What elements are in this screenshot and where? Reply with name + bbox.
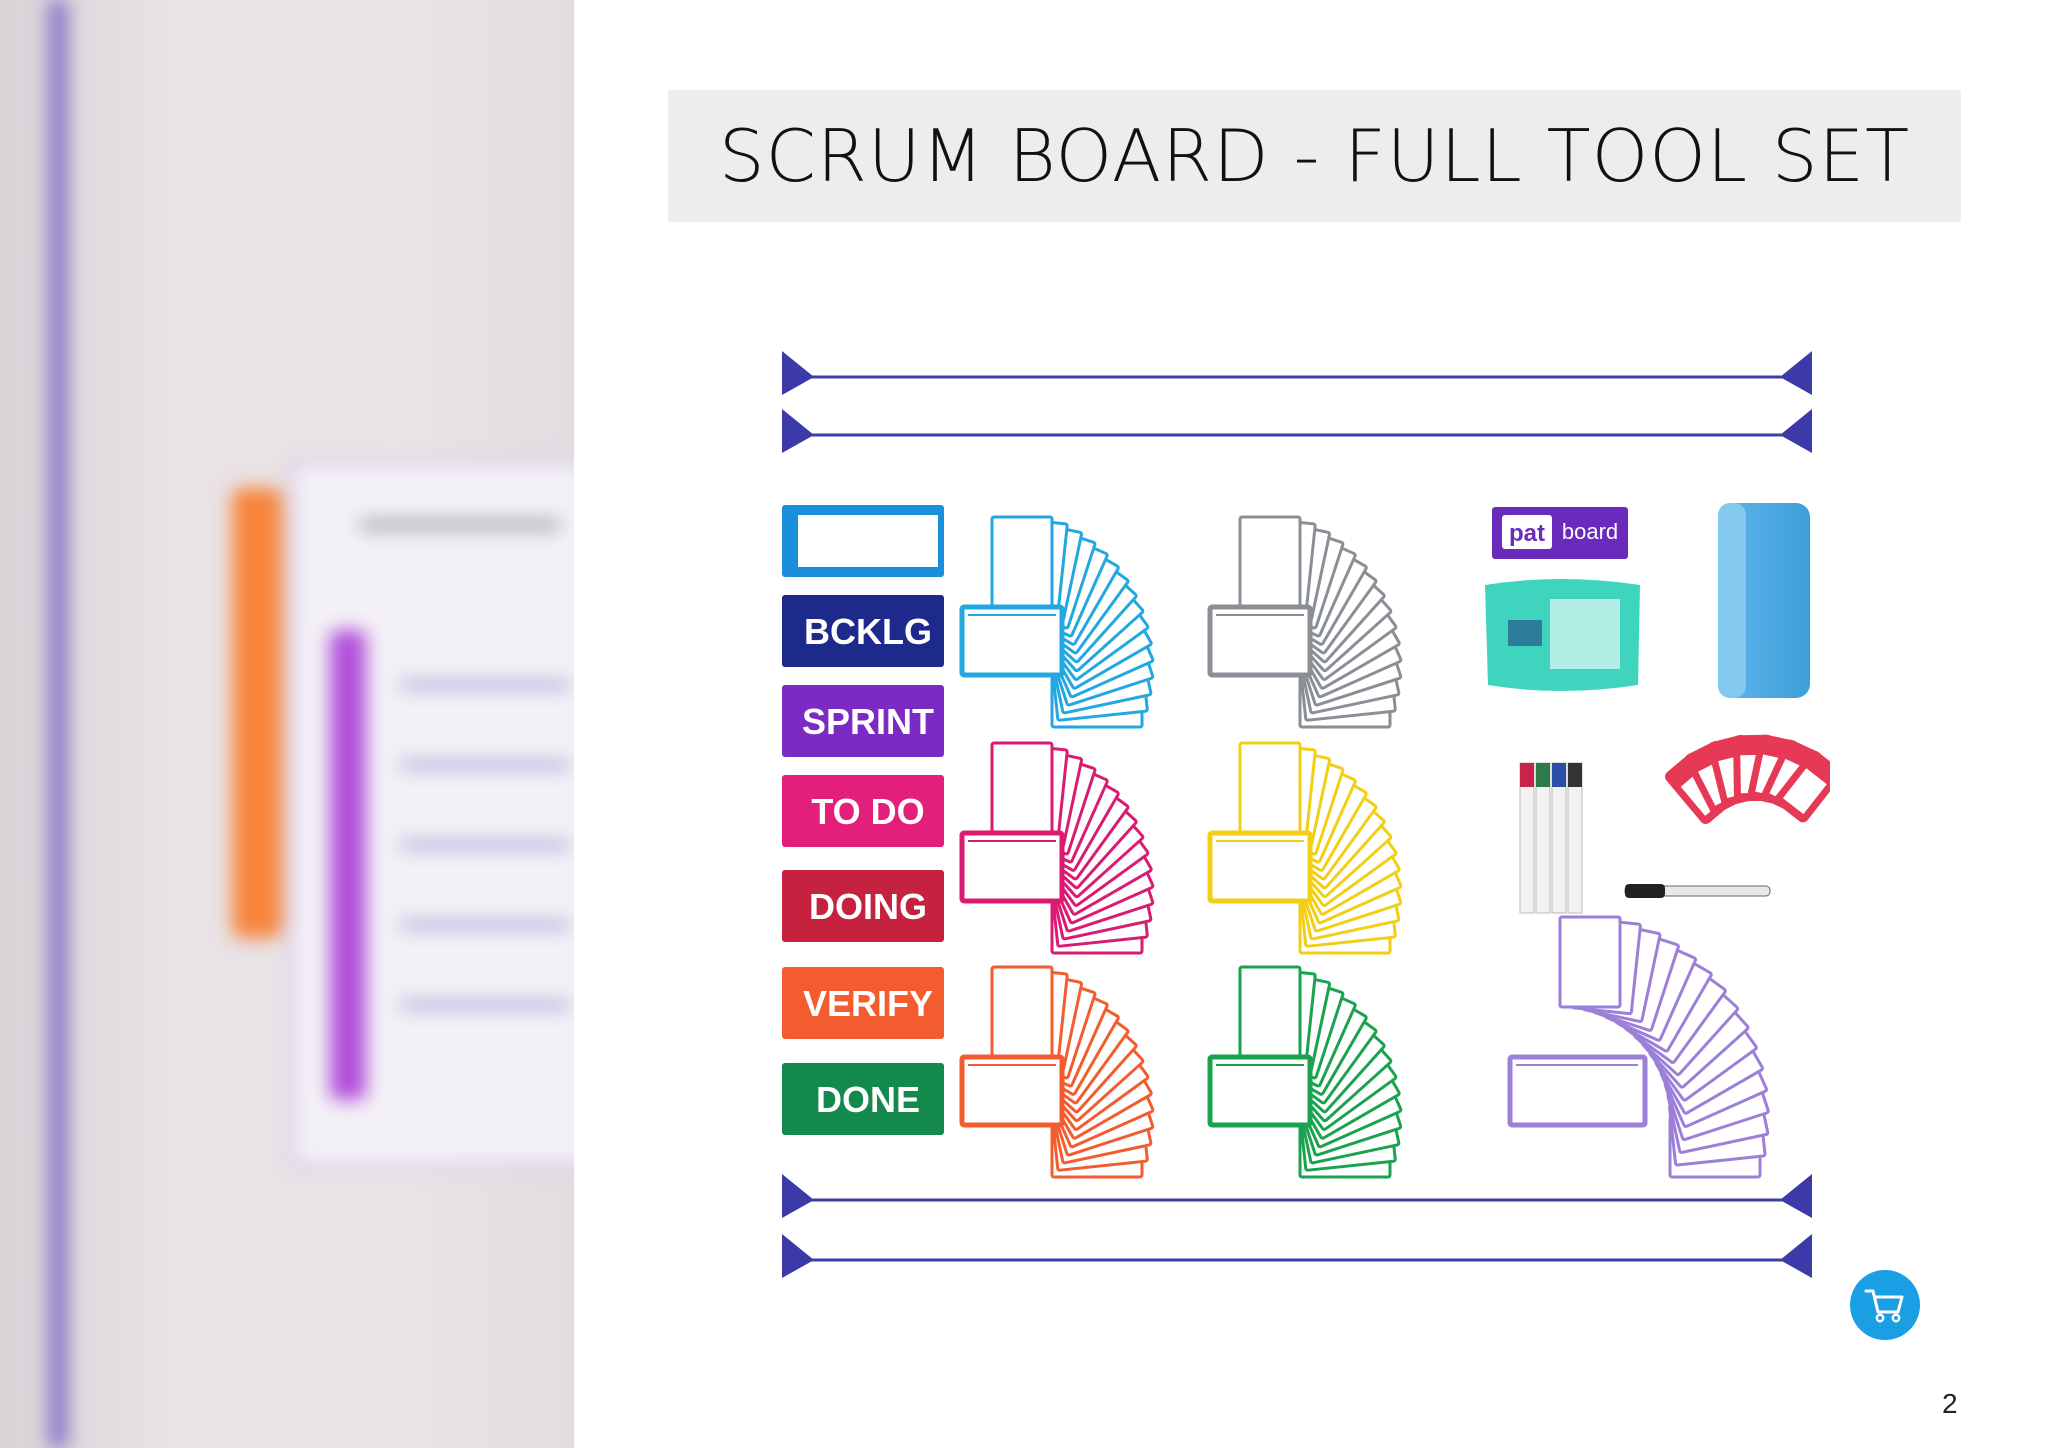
card-fan [959,515,1155,729]
column-label-text: VERIFY [803,983,933,1024]
sponge [1718,503,1810,698]
column-label [782,505,944,577]
rail-end-cap [1780,409,1812,453]
patboard-package: pat board [1492,507,1628,559]
rail-end-cap [782,409,814,453]
card-fan [1207,515,1403,729]
rail-end-cap [1780,1174,1812,1218]
product-image: BCKLG SPRINT TO DO DOING VERIFY DONE pat boar… [782,351,1830,1278]
rail [782,351,1812,395]
rail [782,1174,1812,1218]
cleaning-wipes-pack [1485,579,1640,691]
card-fan [959,965,1155,1179]
column-label-text: DONE [816,1079,920,1120]
column-label-text: TO DO [811,791,924,832]
column-label-text: SPRINT [802,701,934,742]
brand-pat: pat [1509,520,1545,547]
card-fan [1207,741,1403,955]
rail-end-cap [782,1234,814,1278]
title-banner: SCRUM BOARD - FULL TOOL SET [668,90,1961,222]
rail-end-cap [782,1174,814,1218]
column-label: TO DO [782,775,944,847]
brand-board: board [1562,519,1618,544]
column-label: BCKLG [782,595,944,667]
page-number: 2 [1942,1388,1958,1419]
column-label-text: DOING [809,886,927,927]
card-fan [1207,965,1403,1179]
column-label-text: BCKLG [804,611,932,652]
rail-end-cap [1780,351,1812,395]
column-label: VERIFY [782,967,944,1039]
column-label: DOING [782,870,944,942]
rail [782,1234,1812,1278]
shopping-cart-button[interactable] [1850,1270,1920,1340]
rail-end-cap [1780,1234,1812,1278]
marker-set [1519,762,1771,914]
column-label-set: BCKLG SPRINT TO DO DOING VERIFY DONE [782,505,944,1135]
page-title: SCRUM BOARD - FULL TOOL SET [718,114,1911,198]
red-tag-set [1664,734,1830,825]
card-fan [1507,915,1770,1179]
rail [782,409,1812,453]
column-label: DONE [782,1063,944,1135]
red-tag [1774,750,1830,823]
background-photo [0,0,574,1448]
shopping-cart-icon [1864,1289,1904,1323]
magnetic-rails [782,351,1812,1278]
card-fan [959,741,1155,955]
rail-end-cap [782,351,814,395]
card-fan-set [959,515,1770,1179]
column-label: SPRINT [782,685,944,757]
